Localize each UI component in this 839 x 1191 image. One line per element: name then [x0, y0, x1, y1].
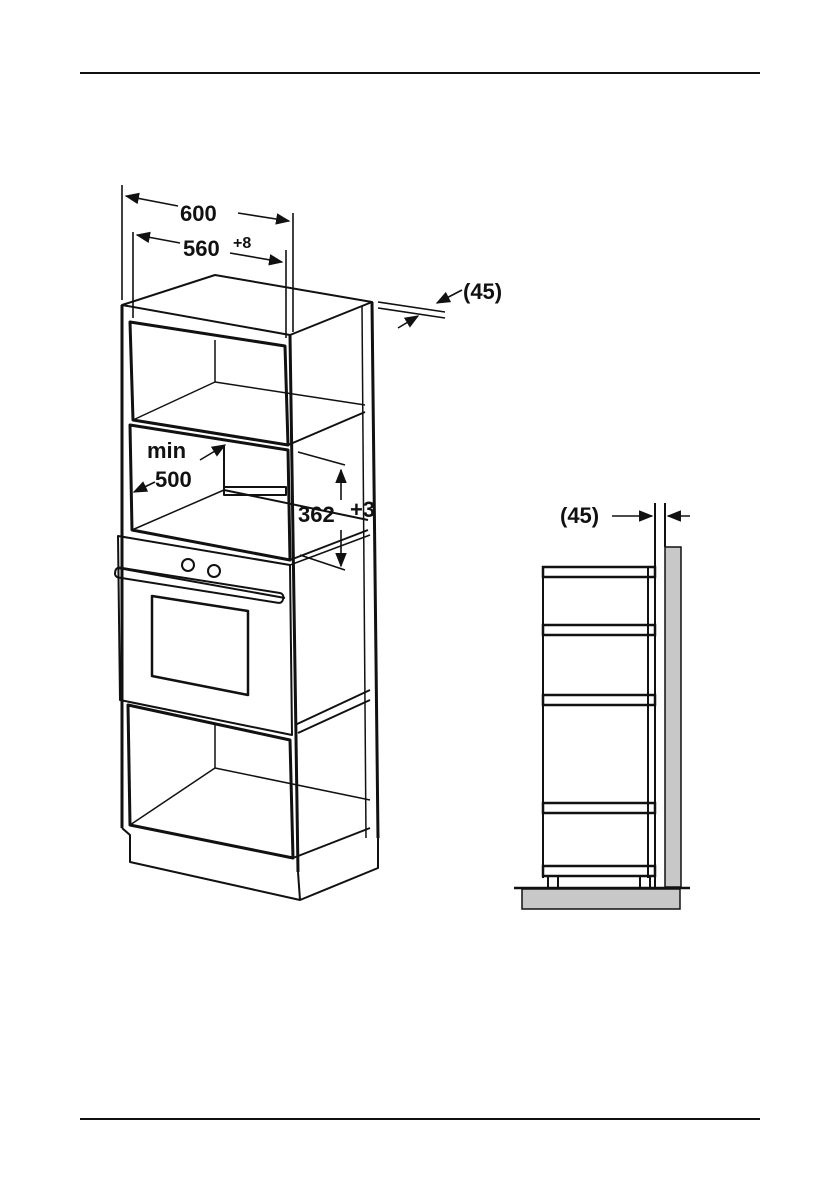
niche-height-tolerance: +3: [350, 497, 375, 522]
width-inner-tolerance: +8: [233, 235, 251, 252]
width-inner-label: 560: [183, 236, 220, 261]
side-section-view: (45): [514, 503, 690, 909]
tall-cabinet: [114, 275, 378, 900]
dimension-labels: 600 560 +8 (45) min 500 362 +3: [147, 201, 502, 527]
depth-min-label: 500: [155, 467, 192, 492]
side-gap-label: (45): [560, 503, 599, 528]
width-total-label: 600: [180, 201, 217, 226]
rear-gap-label: (45): [463, 279, 502, 304]
min-label: min: [147, 438, 186, 463]
niche-height-label: 362: [298, 502, 335, 527]
